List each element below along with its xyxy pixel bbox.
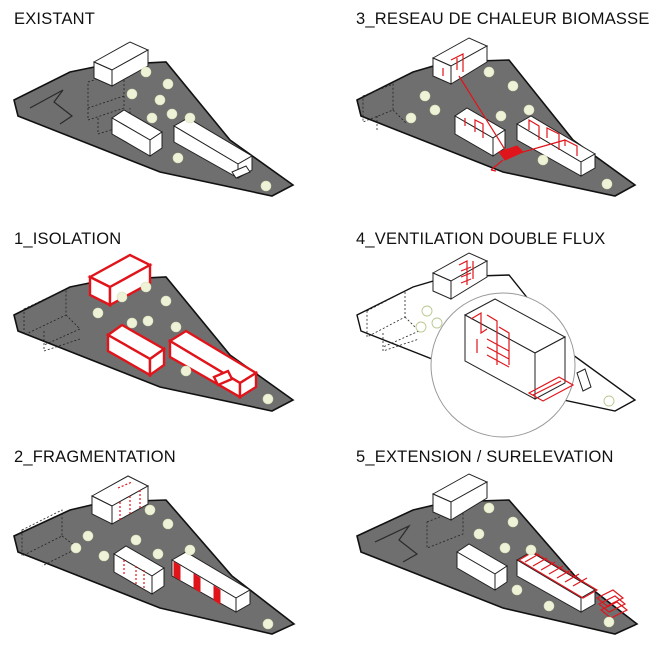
building-long [516, 115, 596, 177]
panel-title-existant: EXISTANT [14, 10, 96, 28]
heating-network [442, 53, 578, 172]
panel-isolation [0, 215, 333, 430]
diagram-existant [13, 41, 295, 197]
panel-ventilation [333, 215, 666, 438]
building-north [90, 475, 150, 525]
building-long [173, 117, 253, 179]
side-volume [576, 368, 592, 392]
building-north [431, 252, 489, 300]
building-middle [456, 543, 508, 591]
building-middle-insulated [105, 323, 167, 378]
building-north [431, 37, 489, 85]
panel-fragmentation [0, 430, 333, 650]
trees [70, 504, 274, 630]
trees [415, 305, 615, 407]
panel-title-isolation: 1_ISOLATION [14, 230, 122, 248]
building-long-insulated [167, 329, 259, 400]
panel-extension [333, 430, 666, 650]
trees [126, 66, 272, 192]
building-middle-fragmented [113, 545, 165, 595]
building-long-fragmented [171, 551, 251, 613]
diagram-reseau [356, 37, 637, 197]
building-long-extended [516, 551, 629, 619]
diagram-fragmentation [13, 475, 296, 635]
access-road [29, 89, 74, 125]
panel-title-ventilation: 4_VENTILATION DOUBLE FLUX [356, 230, 606, 248]
panel-title-fragmentation: 2_FRAGMENTATION [14, 448, 176, 466]
panel-title-extension: 5_EXTENSION / SURELEVATION [356, 448, 614, 466]
panel-title-reseau: 3_RESEAU DE CHALEUR BIOMASSE [356, 10, 650, 28]
diagram-ventilation [356, 252, 637, 438]
diagram-extension [356, 473, 639, 635]
diagram-isolation [13, 253, 295, 412]
biomass-boiler [498, 145, 524, 161]
trees [473, 502, 615, 628]
building-middle [111, 109, 163, 157]
panel-existant [0, 0, 333, 215]
panel-reseau [333, 0, 666, 215]
access-road [374, 524, 419, 563]
building-north [431, 473, 489, 521]
detail-building [463, 298, 575, 402]
trees [92, 281, 274, 405]
trees [405, 66, 613, 190]
building-north [92, 41, 150, 87]
